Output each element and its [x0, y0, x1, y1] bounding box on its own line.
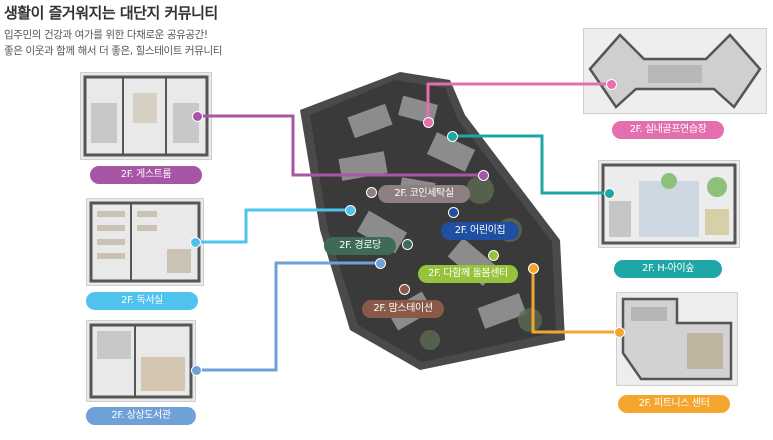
guesthouse-plan-dot — [192, 111, 203, 122]
golf-location-dot[interactable] — [423, 117, 434, 128]
guesthouse-connector — [197, 114, 483, 177]
reading-room-floorplan — [86, 198, 204, 286]
guesthouse-label[interactable]: 2F. 게스트룸 — [90, 166, 202, 184]
h-forest-plan-dot — [604, 188, 615, 199]
guesthouse-floorplan — [80, 72, 212, 160]
reading-room-location-dot[interactable] — [345, 205, 356, 216]
care-center-location-dot[interactable] — [488, 250, 499, 261]
moms-station-location-dot[interactable] — [399, 284, 410, 295]
daycare-location-dot[interactable] — [448, 207, 459, 218]
h-forest-floorplan — [598, 160, 740, 248]
care-center-label[interactable]: 2F. 다함께 돌봄센터 — [418, 265, 518, 283]
coin-laundry-label[interactable]: 2F. 코인세탁실 — [378, 185, 470, 203]
reading-room-plan-dot — [190, 237, 201, 248]
coin-laundry-location-dot[interactable] — [366, 187, 377, 198]
fitness-label[interactable]: 2F. 피트니스 센터 — [618, 395, 730, 413]
h-forest-location-dot[interactable] — [447, 131, 458, 142]
fitness-floorplan — [616, 292, 738, 386]
reading-room-connector — [194, 208, 350, 244]
golf-plan-dot — [606, 79, 617, 90]
library-connector — [195, 261, 380, 372]
guesthouse-location-dot[interactable] — [478, 170, 489, 181]
page-title: 생활이 즐거워지는 대단지 커뮤니티 — [4, 4, 218, 22]
daycare-label[interactable]: 2F. 어린이집 — [441, 222, 519, 240]
h-forest-label[interactable]: 2F. H-아이숲 — [614, 260, 722, 278]
library-plan-dot — [191, 365, 202, 376]
golf-floorplan — [583, 28, 767, 114]
library-label[interactable]: 2F. 상상도서관 — [86, 407, 196, 425]
moms-station-label[interactable]: 2F. 맘스테이션 — [362, 300, 444, 318]
page-subtitle-line2: 좋은 이웃과 함께 해서 더 좋은, 힐스테이트 커뮤니티 — [4, 45, 222, 57]
fitness-location-dot[interactable] — [528, 263, 539, 274]
senior-center-label[interactable]: 2F. 경로당 — [324, 237, 396, 255]
fitness-connector — [531, 268, 620, 334]
fitness-plan-dot — [614, 327, 625, 338]
golf-label[interactable]: 2F. 실내골프연습장 — [612, 121, 724, 139]
library-floorplan — [86, 320, 196, 402]
senior-center-location-dot[interactable] — [402, 239, 413, 250]
h-forest-connector — [452, 134, 608, 195]
library-location-dot[interactable] — [375, 258, 386, 269]
reading-room-label[interactable]: 2F. 독서실 — [86, 292, 198, 310]
golf-connector — [426, 82, 612, 122]
page-subtitle-line1: 입주민의 건강과 여가를 위한 다채로운 공유공간! — [4, 29, 208, 41]
